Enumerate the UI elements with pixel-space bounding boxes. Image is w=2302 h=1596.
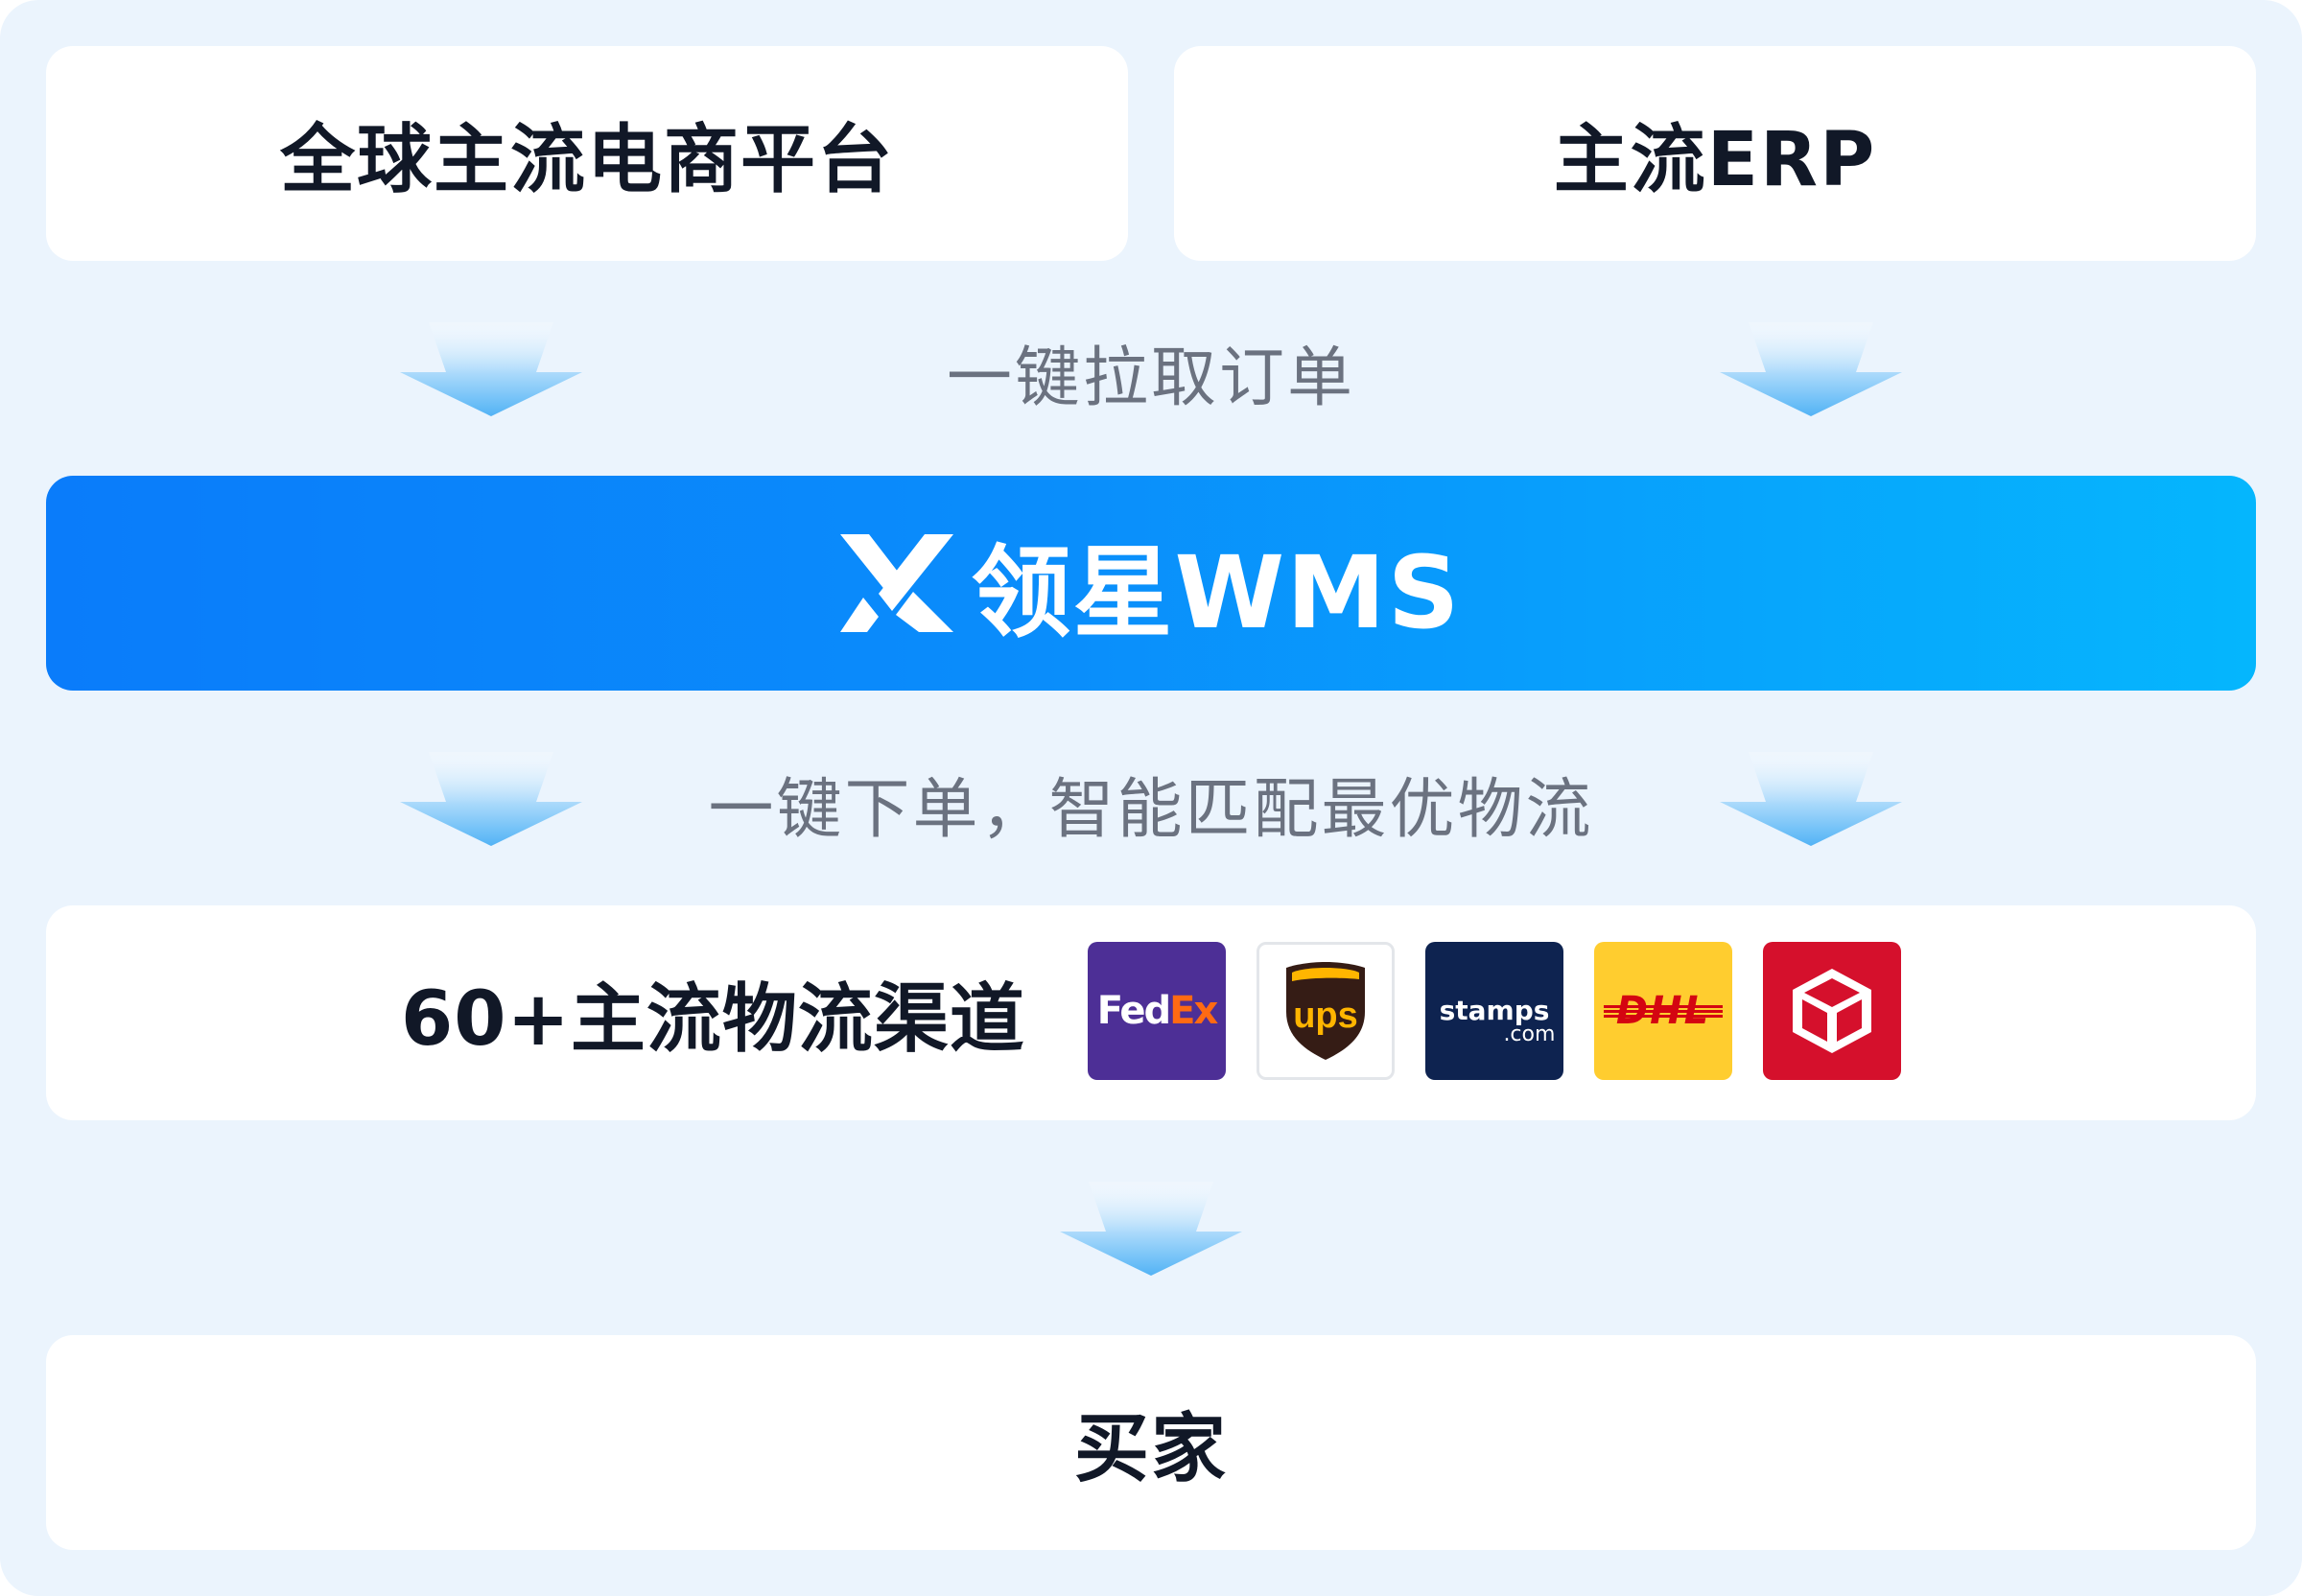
dhl-logo-text: DHL [1615,989,1711,1033]
fedex-logo-ex: Ex [1169,989,1218,1033]
smart-shipping-label: 一键下单，智能匹配最优物流 [708,772,1594,848]
stamps-logo-text: stamps [1439,995,1550,1026]
buyer-card: 买家 [46,1335,2256,1550]
wms-name: 领星WMS [971,533,1462,651]
logistics-channels-card: 60+主流物流渠道 FedEx ups stamps .com DHL [46,905,2256,1120]
parcel-box-logo-icon [1763,942,1901,1080]
down-arrow-icon [1720,752,1902,846]
pull-orders-label: 一键拉取订单 [946,340,1355,416]
wms-banner: 领星WMS [46,476,2256,691]
lingxing-logo-icon [840,534,954,632]
erp-card: 主流ERP [1174,46,2256,261]
buyer-label: 买家 [1073,1406,1228,1492]
fedex-logo-fed: Fed [1096,989,1171,1033]
stamps-logo-icon: stamps .com [1425,942,1563,1080]
logistics-channels-label: 60+主流物流渠道 [401,976,1025,1063]
stamps-logo-suffix: .com [1503,1022,1556,1046]
down-arrow-icon [400,322,582,416]
dhl-logo-icon: DHL [1594,942,1732,1080]
fedex-logo-icon: FedEx [1088,942,1226,1080]
ecommerce-platforms-label: 全球主流电商平台 [279,117,894,203]
ups-logo-text: ups [1293,996,1358,1036]
down-arrow-icon [1060,1182,1242,1276]
down-arrow-icon [400,752,582,846]
down-arrow-icon [1720,322,1902,416]
ecommerce-platforms-card: 全球主流电商平台 [46,46,1128,261]
erp-label: 主流ERP [1553,117,1877,203]
ups-logo-icon: ups [1257,942,1395,1080]
